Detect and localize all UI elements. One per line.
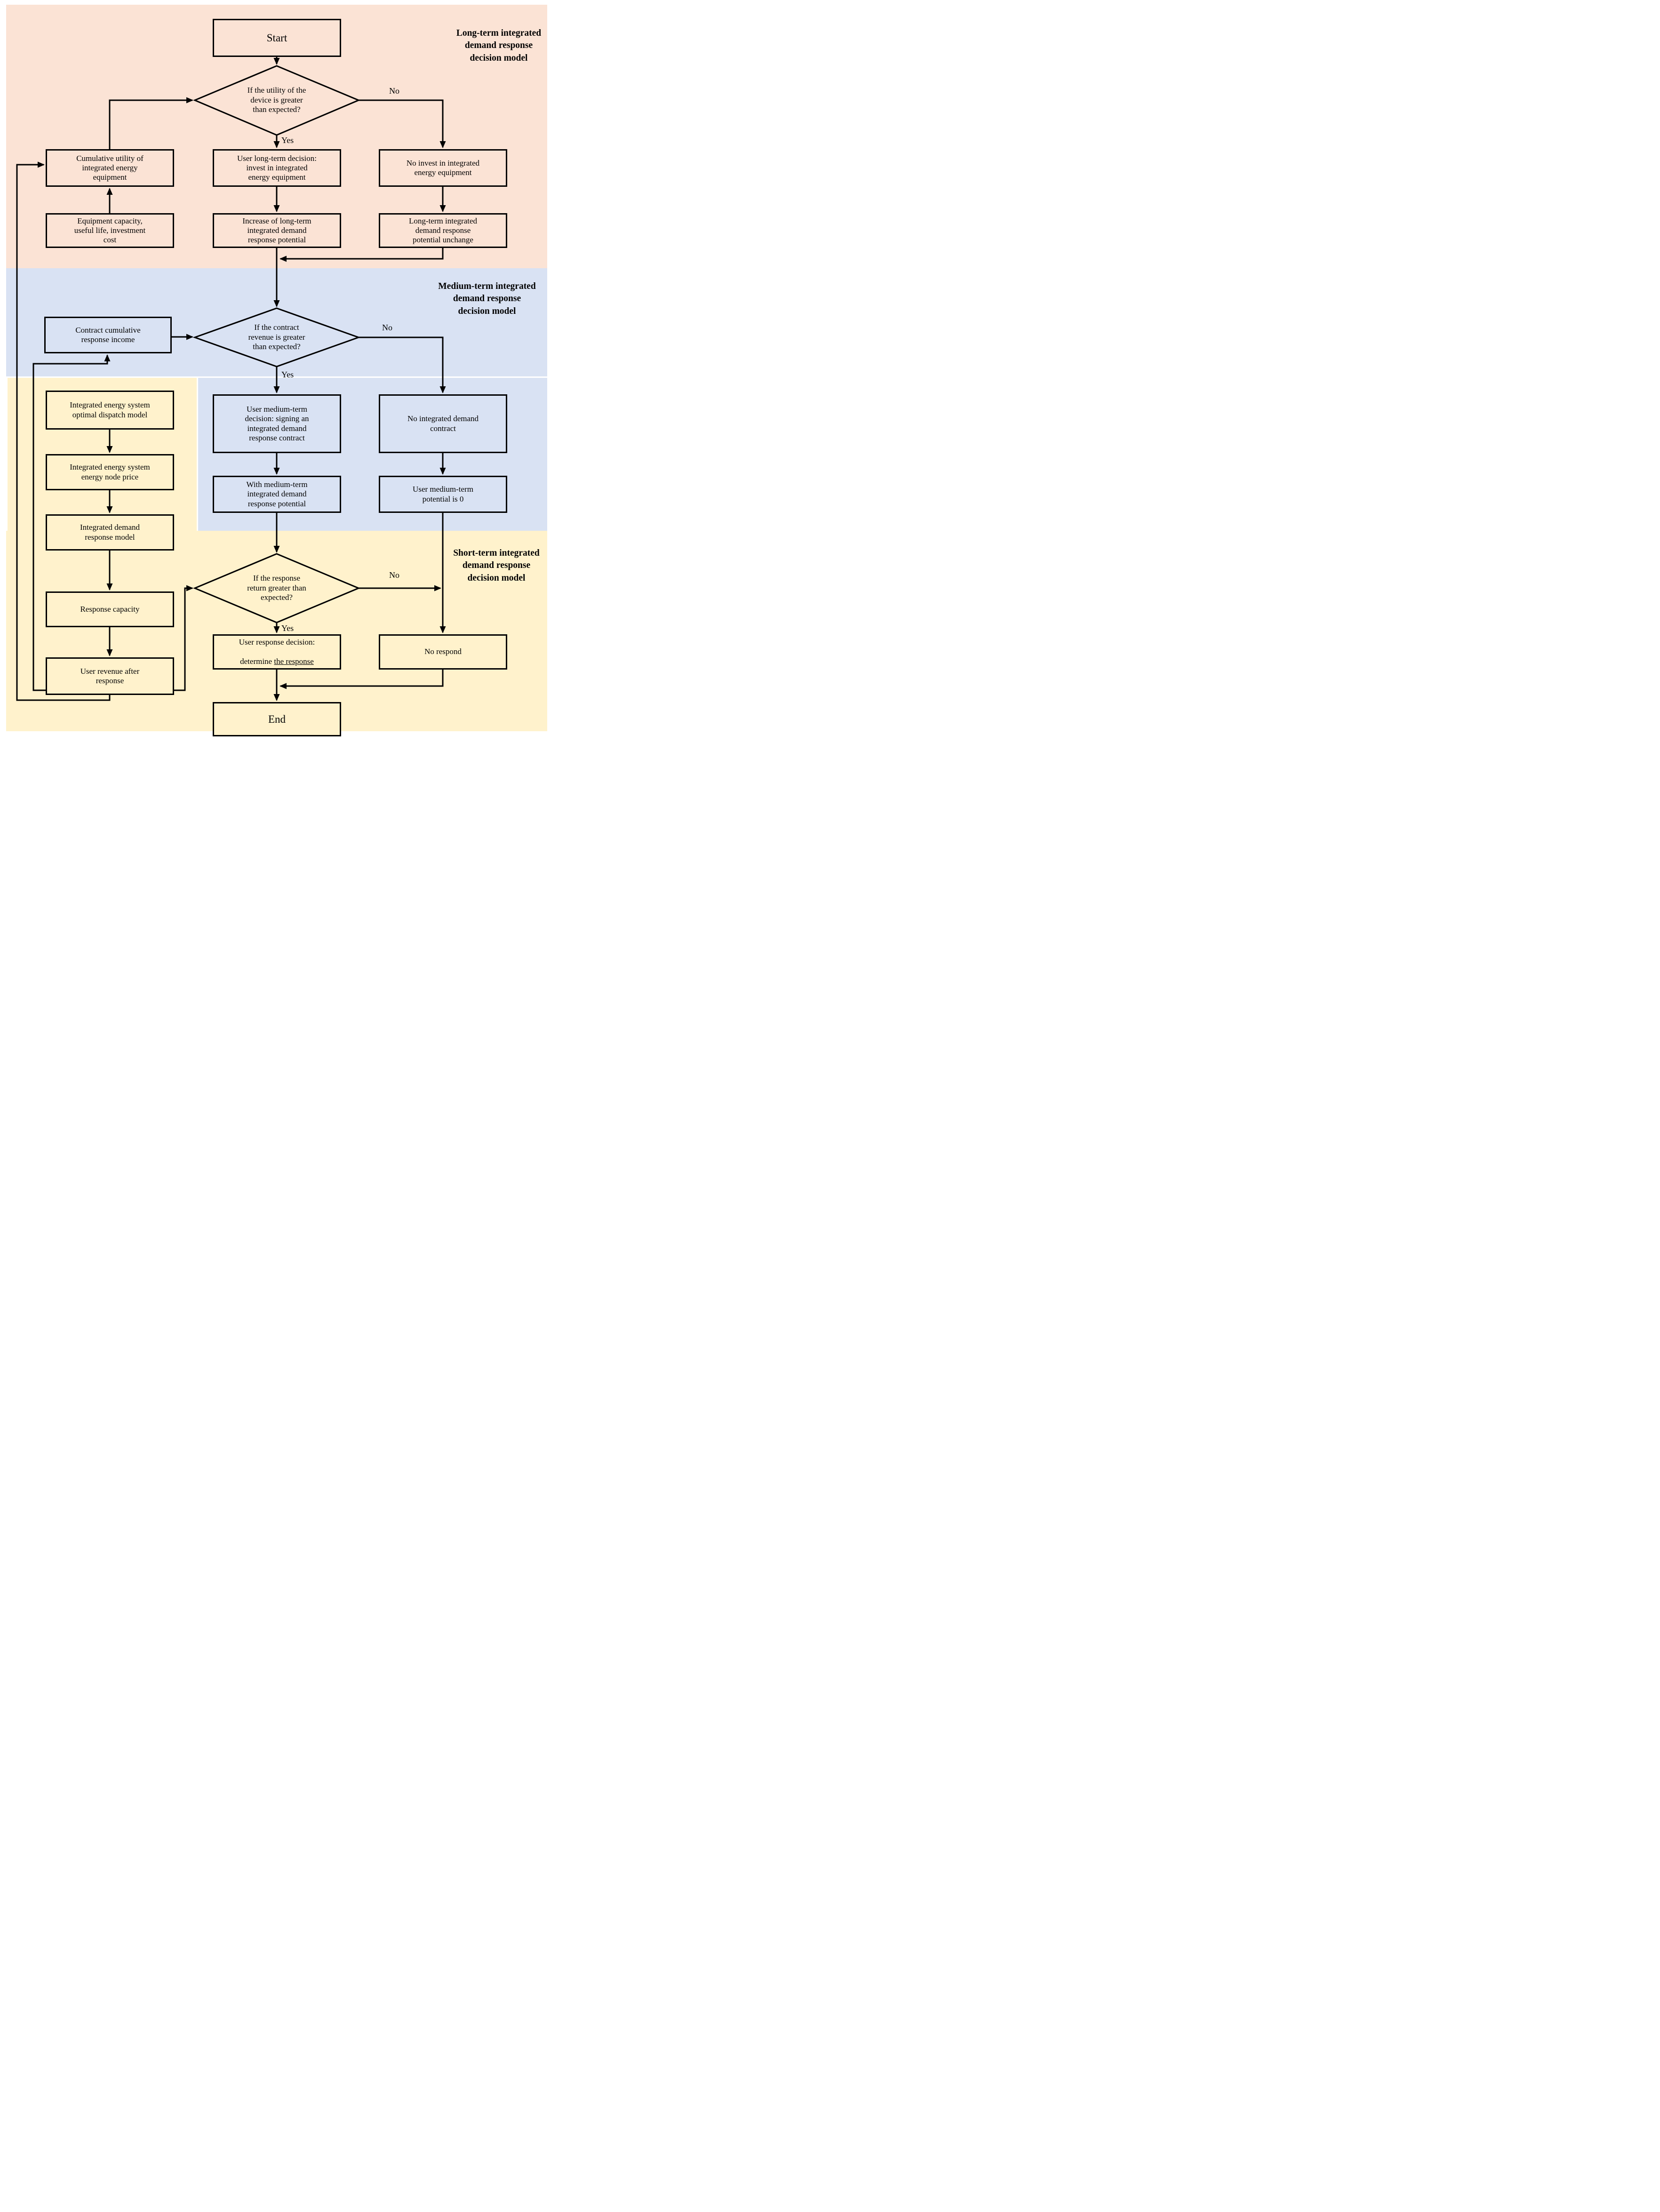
node-user-long-term-decision: User long-term decision: invest in integ… [213, 149, 341, 187]
node-with-medium-potential: With medium-term integrated demand respo… [213, 476, 341, 513]
node-cumulative-utility: Cumulative utility of integrated energy … [46, 149, 174, 187]
node-user-medium-decision: User medium-term decision: signing an in… [213, 394, 341, 453]
node-response-capacity: Response capacity [46, 591, 174, 627]
node-no-contract: No integrated demand contract [379, 394, 507, 453]
user-response-line1: User response decision: [239, 638, 315, 647]
decision-response-text: If the response return greater than expe… [247, 574, 306, 602]
node-end: End [213, 702, 341, 736]
label-d2-no: No [382, 323, 392, 332]
label-d3-no: No [389, 570, 399, 580]
region-title-short-term: Short-term integrated demand response de… [453, 548, 540, 583]
user-response-line2-prefix: determine [240, 656, 274, 666]
node-user-revenue: User revenue after response [46, 657, 174, 695]
node-start: Start [213, 19, 341, 57]
node-contract-income: Contract cumulative response income [44, 317, 172, 353]
label-d1-yes: Yes [281, 136, 294, 145]
node-potential-unchange: Long-term integrated demand response pot… [379, 213, 507, 248]
edge-loop-revenue-to-contract [32, 354, 111, 691]
edge-l5-to-d3 [174, 585, 193, 691]
edge-b1-top-to-d1 [109, 97, 193, 149]
user-response-underlined: the response [274, 656, 314, 666]
connector-layer [16, 57, 446, 701]
edge-d2-no-to-rm1 [359, 336, 446, 393]
label-d2-yes: Yes [281, 370, 294, 379]
decision-utility-text: If the utility of the device is greater … [247, 86, 306, 114]
region-title-medium-term: Medium-term integrated demand response d… [438, 281, 536, 316]
region-title-long-term: Long-term integrated demand response dec… [456, 28, 542, 63]
node-increase-potential: Increase of long-term integrated demand … [213, 213, 341, 248]
node-user-response-decision: User response decision: determine the re… [213, 634, 341, 670]
node-medium-potential-zero: User medium-term potential is 0 [379, 476, 507, 513]
label-d1-no: No [389, 86, 399, 96]
edge-loop-revenue-to-b1 [16, 161, 111, 701]
decision-contract-text: If the contract revenue is greater than … [248, 323, 305, 351]
node-idr-model: Integrated demand response model [46, 514, 174, 551]
decision-diamond-response [193, 553, 360, 623]
edge-norespond-merge [279, 670, 444, 689]
decision-diamond-contract [192, 307, 361, 367]
edge-b6-merge [279, 248, 444, 262]
node-no-respond: No respond [379, 634, 507, 670]
node-equipment-capacity: Equipment capacity, useful life, investm… [46, 213, 174, 248]
node-optimal-dispatch-model: Integrated energy system optimal dispatc… [46, 391, 174, 430]
edge-d1-no-to-b3 [359, 99, 446, 148]
node-energy-node-price: Integrated energy system energy node pri… [46, 454, 174, 490]
flowchart-page: Long-term integrated demand response dec… [0, 0, 553, 737]
label-d3-yes: Yes [281, 623, 294, 633]
node-no-invest: No invest in integrated energy equipment [379, 149, 507, 187]
decision-diamond-utility [193, 65, 360, 136]
